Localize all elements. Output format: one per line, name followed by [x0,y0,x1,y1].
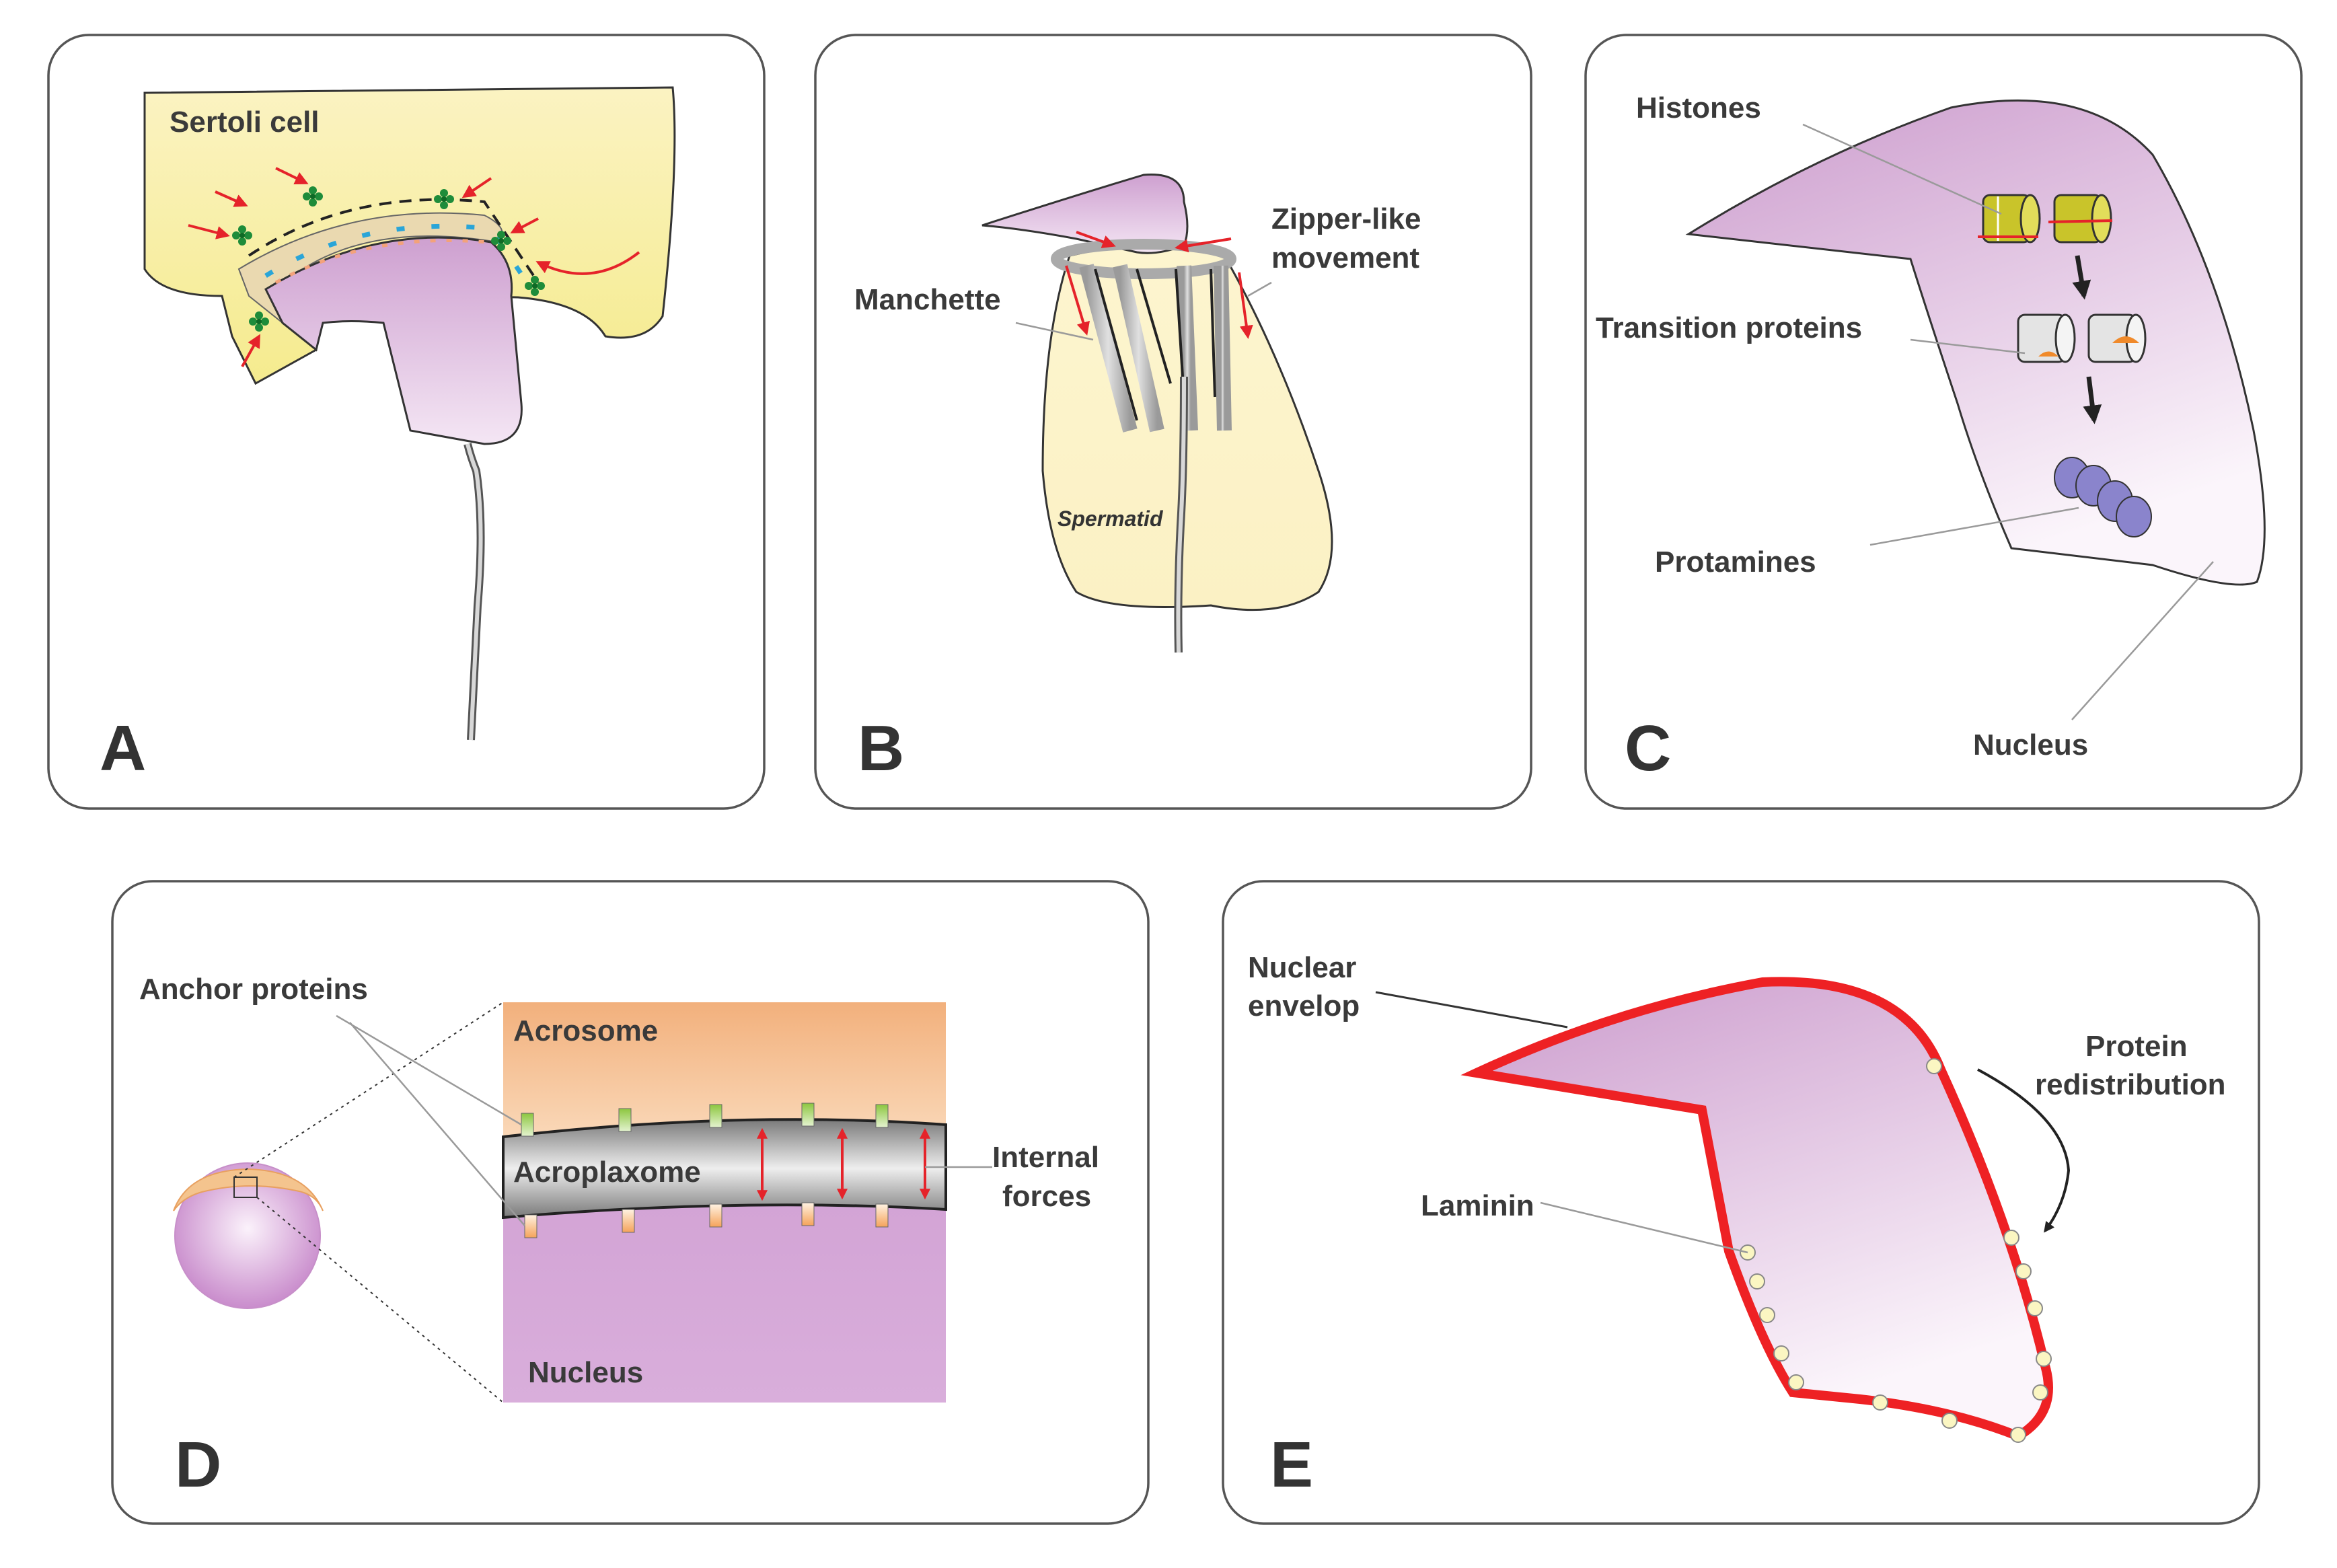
panel-d-letter: D [175,1429,221,1501]
acroplaxome-label: Acroplaxome [513,1156,701,1189]
forces-label-line2: forces [1002,1180,1091,1213]
manchette-label: Manchette [854,283,1001,316]
transition-proteins-label: Transition proteins [1596,311,1862,344]
force-arrows-a [188,167,640,367]
transition-protein-nucleosomes [2017,313,2147,363]
acrosome-label: Acrosome [513,1014,658,1047]
anchor-proteins-label: Anchor proteins [139,973,368,1006]
spermatid-label: Spermatid [1058,507,1164,531]
panel-e: Nuclear envelop Laminin Protein redistri… [1222,880,2260,1525]
panel-e-letter: E [1270,1429,1313,1501]
panel-b: Manchette Zipper-like movement Spermatid… [814,34,1532,810]
redistribution-arrow [1977,1068,2071,1233]
histones-label: Histones [1636,91,1761,124]
nucleus-label-d: Nucleus [528,1356,643,1389]
internal-force-arrows [757,1127,930,1201]
nuclear-envelope-label-line1: Nuclear [1248,951,1356,984]
adhesion-junction-blue [264,223,533,291]
panel-d: Anchor proteins Acrosome Acroplaxome Nuc… [111,880,1150,1525]
acrosome-layer [503,1002,946,1137]
spermatid-head-b [981,174,1189,254]
sertoli-cell-label: Sertoli cell [170,106,320,139]
envelope-pointer [1375,991,1568,1029]
histone-nucleosomes [1978,194,2113,244]
nucleus-label-c: Nucleus [1973,729,2088,761]
zipper-arrows [1065,231,1253,339]
adhesion-junction-outer [248,198,540,284]
perinuclear-ring [1051,239,1236,279]
manchette-microtubules [1079,264,1232,433]
laminin-beads [1740,1058,2052,1443]
panel-b-letter: B [858,712,904,784]
transition-arrow-2 [2083,376,2102,424]
nucleus-pointer [2071,561,2214,720]
transition-pointer [1910,338,2026,354]
panel-a: Sertoli cell A [47,34,766,810]
protamine-coils [2054,457,2152,537]
anchor-pointer-bottom [349,1022,525,1226]
manchette-pointer [1015,322,1094,341]
anchor-proteins-bottom [524,1202,889,1238]
panel-a-letter: A [100,712,146,784]
redistribution-label-line1: Protein [2085,1030,2188,1063]
anchor-proteins-top [521,1103,889,1137]
acrosome-cap-d [173,1168,324,1211]
zipper-label-line2: movement [1271,241,1419,274]
zipper-pointer [1247,281,1272,297]
panel-c-letter: C [1625,712,1671,784]
protamines-pointer [1869,507,2079,546]
nucleus-sphere [174,1162,321,1309]
spermatid-head-a [264,236,523,445]
histones-pointer [1802,123,2002,215]
laminin-label: Laminin [1421,1189,1534,1222]
redistribution-label-line2: redistribution [2035,1068,2226,1101]
nuclear-envelope-label-line2: envelop [1248,990,1360,1022]
nucleus-c [1685,99,2266,586]
forces-label-line1: Internal [992,1141,1099,1174]
zipper-label-line1: Zipper-like [1271,202,1421,235]
anchor-pointer-top [336,1014,522,1126]
laminin-pointer [1540,1201,1748,1254]
protamines-label: Protamines [1655,546,1816,578]
acroplaxome-layer [502,1118,947,1220]
panel-c: Histones Transition proteins Protamines … [1584,34,2303,810]
transition-arrow-1 [2072,255,2091,300]
zoom-box [233,1177,258,1198]
